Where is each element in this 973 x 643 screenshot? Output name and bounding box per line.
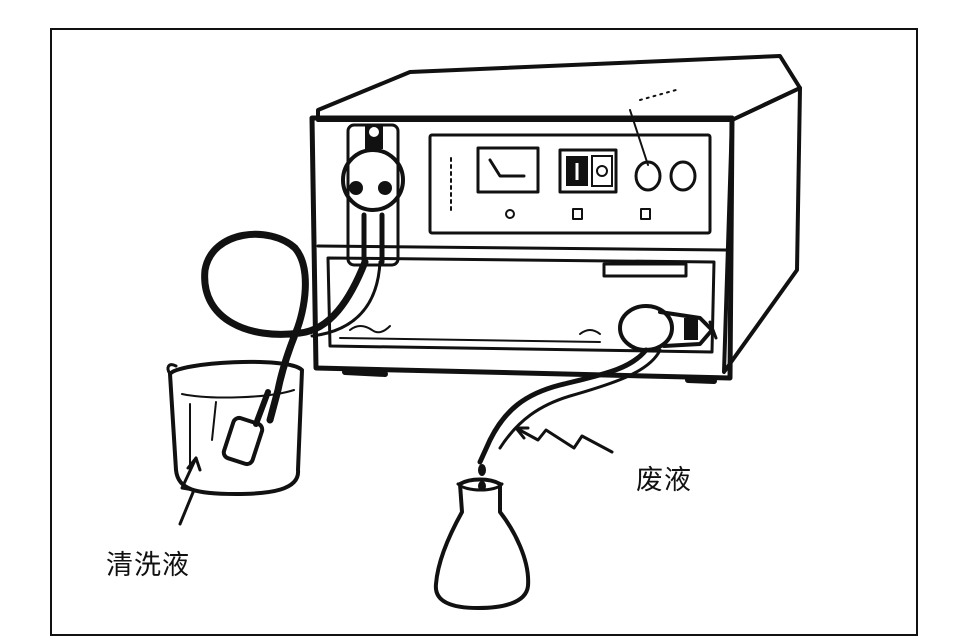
lower-panel bbox=[326, 256, 716, 354]
waste-tube bbox=[477, 347, 662, 491]
meter-display bbox=[476, 146, 540, 194]
control-knob-right bbox=[669, 160, 697, 192]
control-panel bbox=[428, 89, 712, 235]
flask bbox=[433, 477, 531, 610]
slot-opening bbox=[602, 262, 688, 278]
instrument-body bbox=[309, 54, 802, 384]
figure-frame bbox=[50, 28, 918, 636]
control-knob-left bbox=[634, 160, 662, 192]
cleaning-solution-label: 清洗液 bbox=[106, 550, 190, 581]
power-switch bbox=[558, 148, 618, 194]
outlet-connector bbox=[618, 304, 718, 352]
waste-liquid-label: 废液 bbox=[636, 465, 692, 496]
beaker bbox=[166, 359, 304, 526]
pump-head bbox=[341, 123, 405, 267]
inlet-tube bbox=[201, 230, 382, 424]
